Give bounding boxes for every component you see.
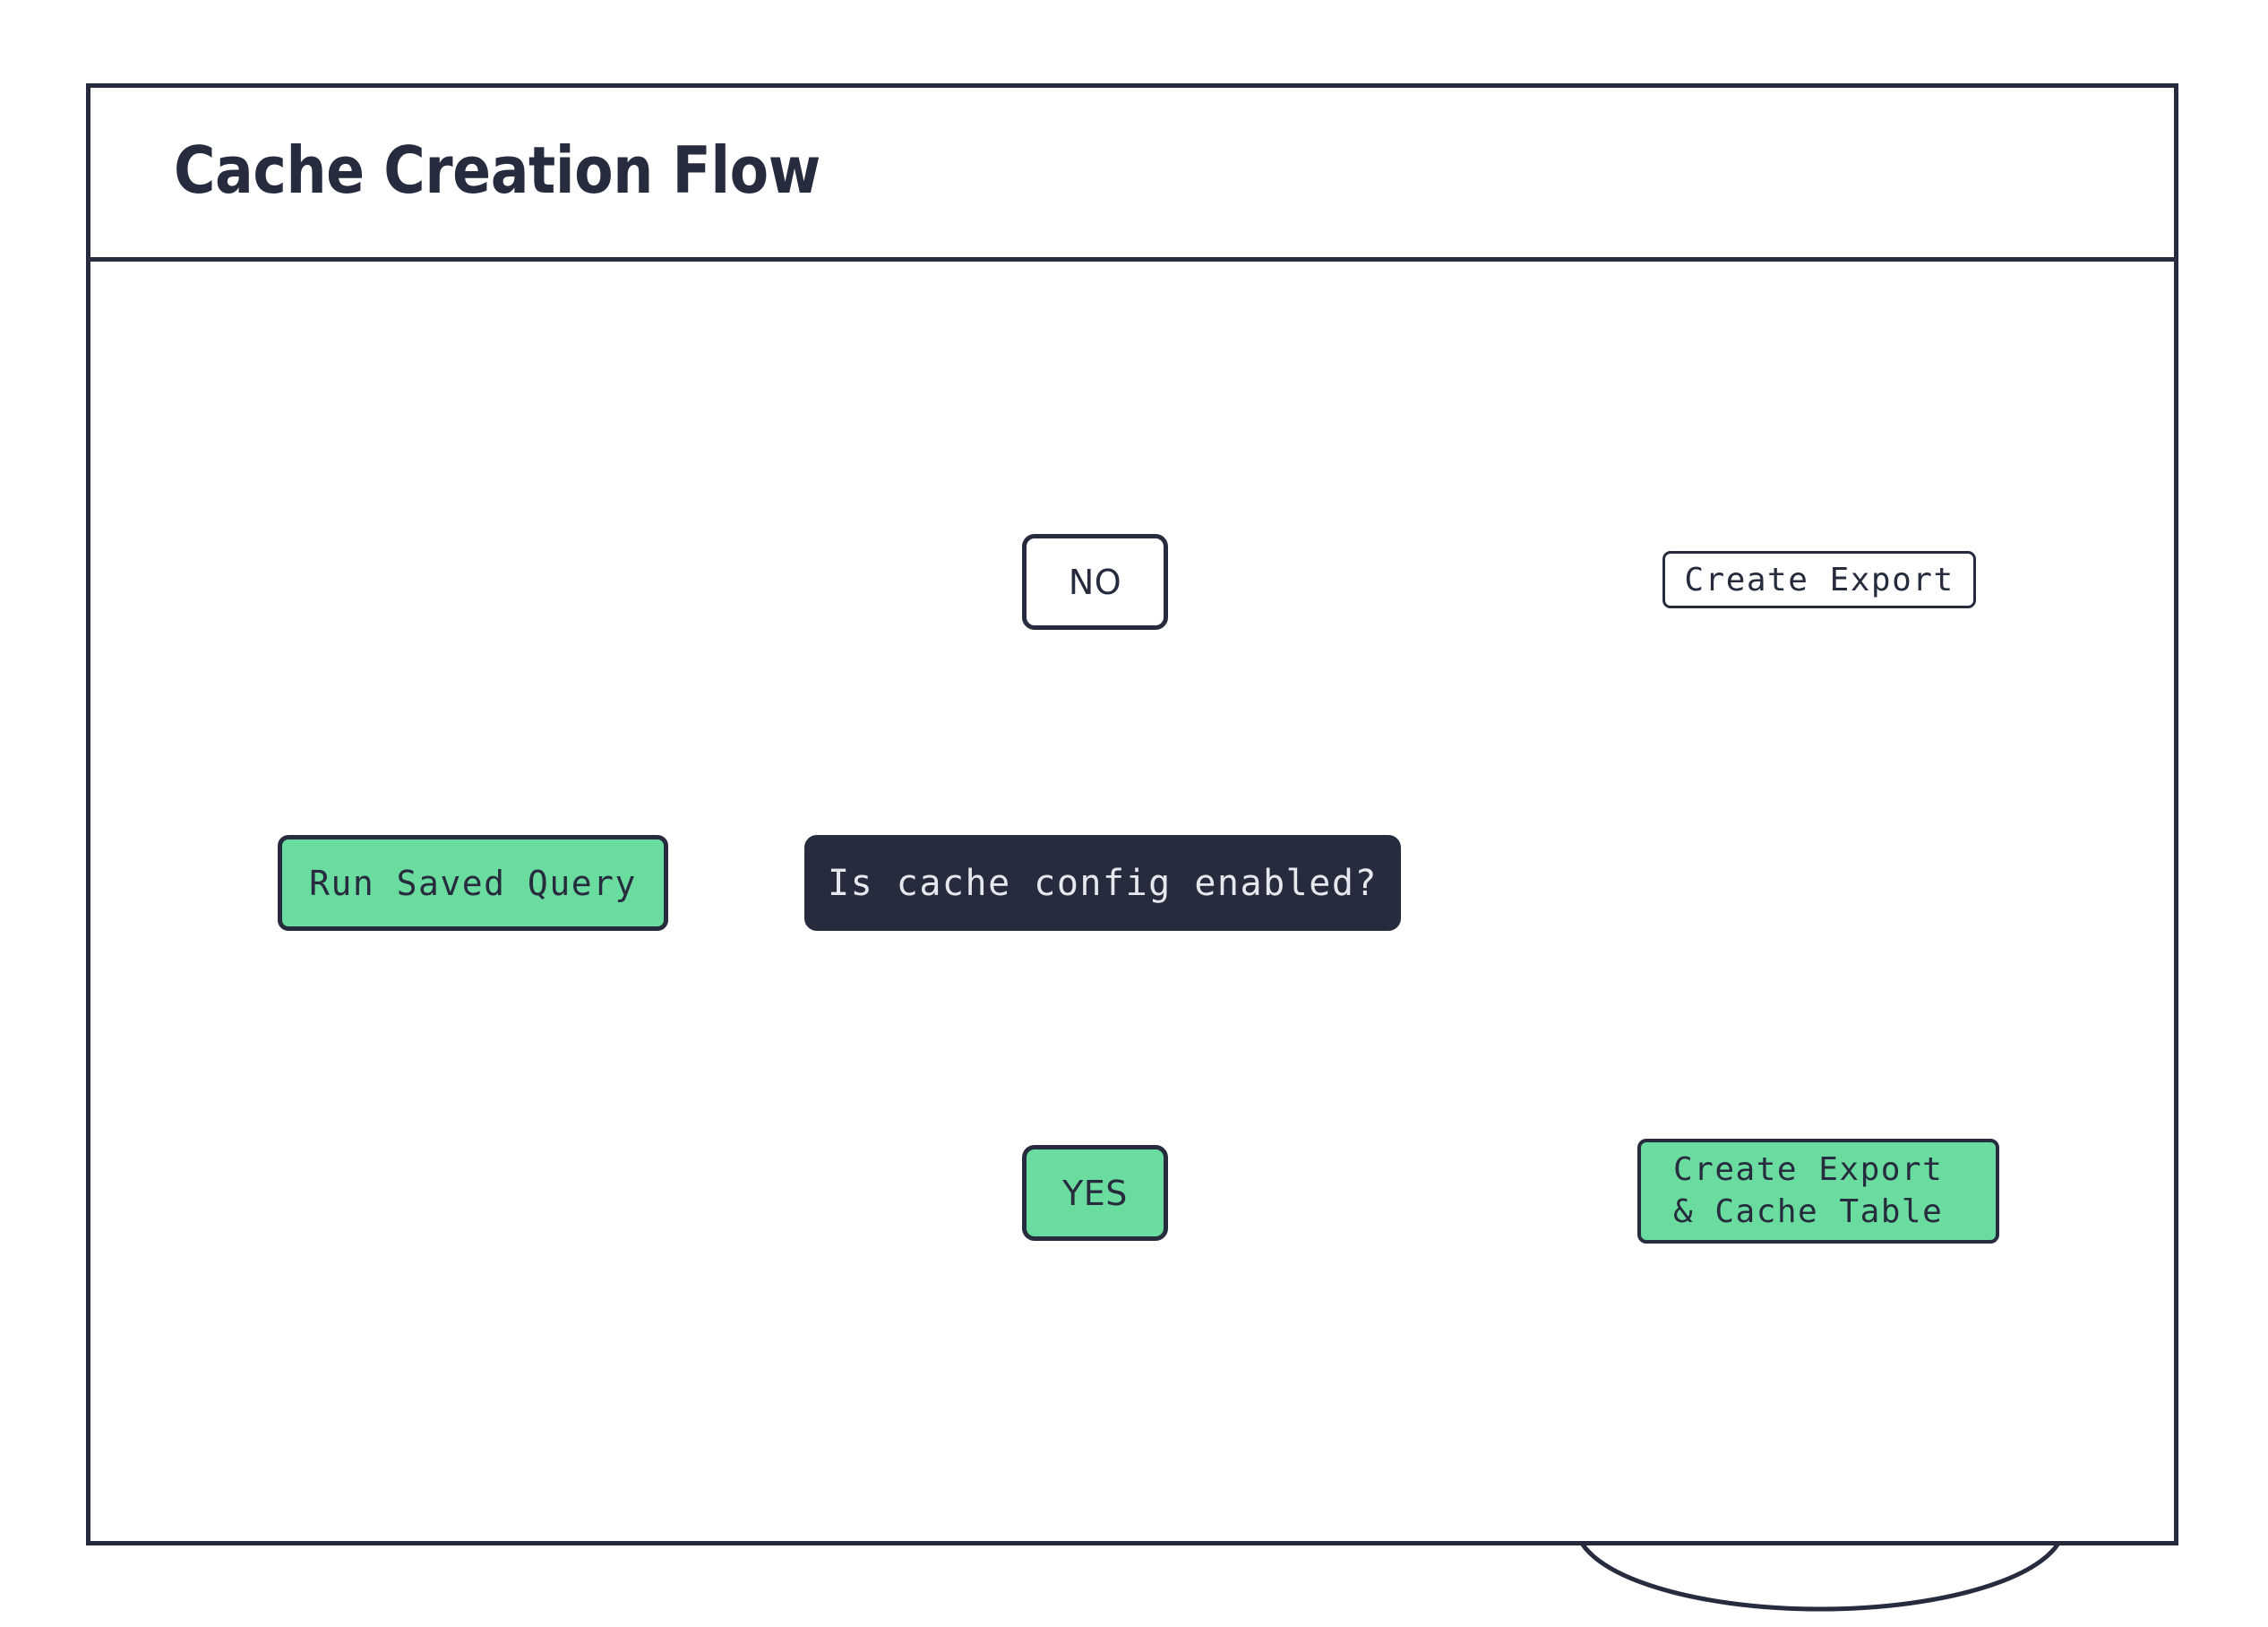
branch-label-yes[interactable]: YES (1022, 1145, 1168, 1241)
node-db-top-label-create-export[interactable]: Create Export (1662, 551, 1976, 608)
db-bottom-label-line-2: & Cache Table (1673, 1192, 1944, 1230)
db-bottom-label-line-1: Create Export (1673, 1151, 1944, 1189)
branch-label-no[interactable]: NO (1022, 534, 1168, 630)
diagram-frame (86, 83, 2178, 1545)
node-db-bottom-label-create-export-and-cache-table[interactable]: Create Export & Cache Table (1637, 1139, 1999, 1244)
diagram-header: Cache Creation Flow (86, 83, 2178, 262)
page-title: Cache Creation Flow (174, 133, 820, 208)
node-run-saved-query[interactable]: Run Saved Query (278, 835, 668, 931)
node-decision-is-cache-config-enabled[interactable]: Is cache config enabled? (804, 835, 1401, 931)
